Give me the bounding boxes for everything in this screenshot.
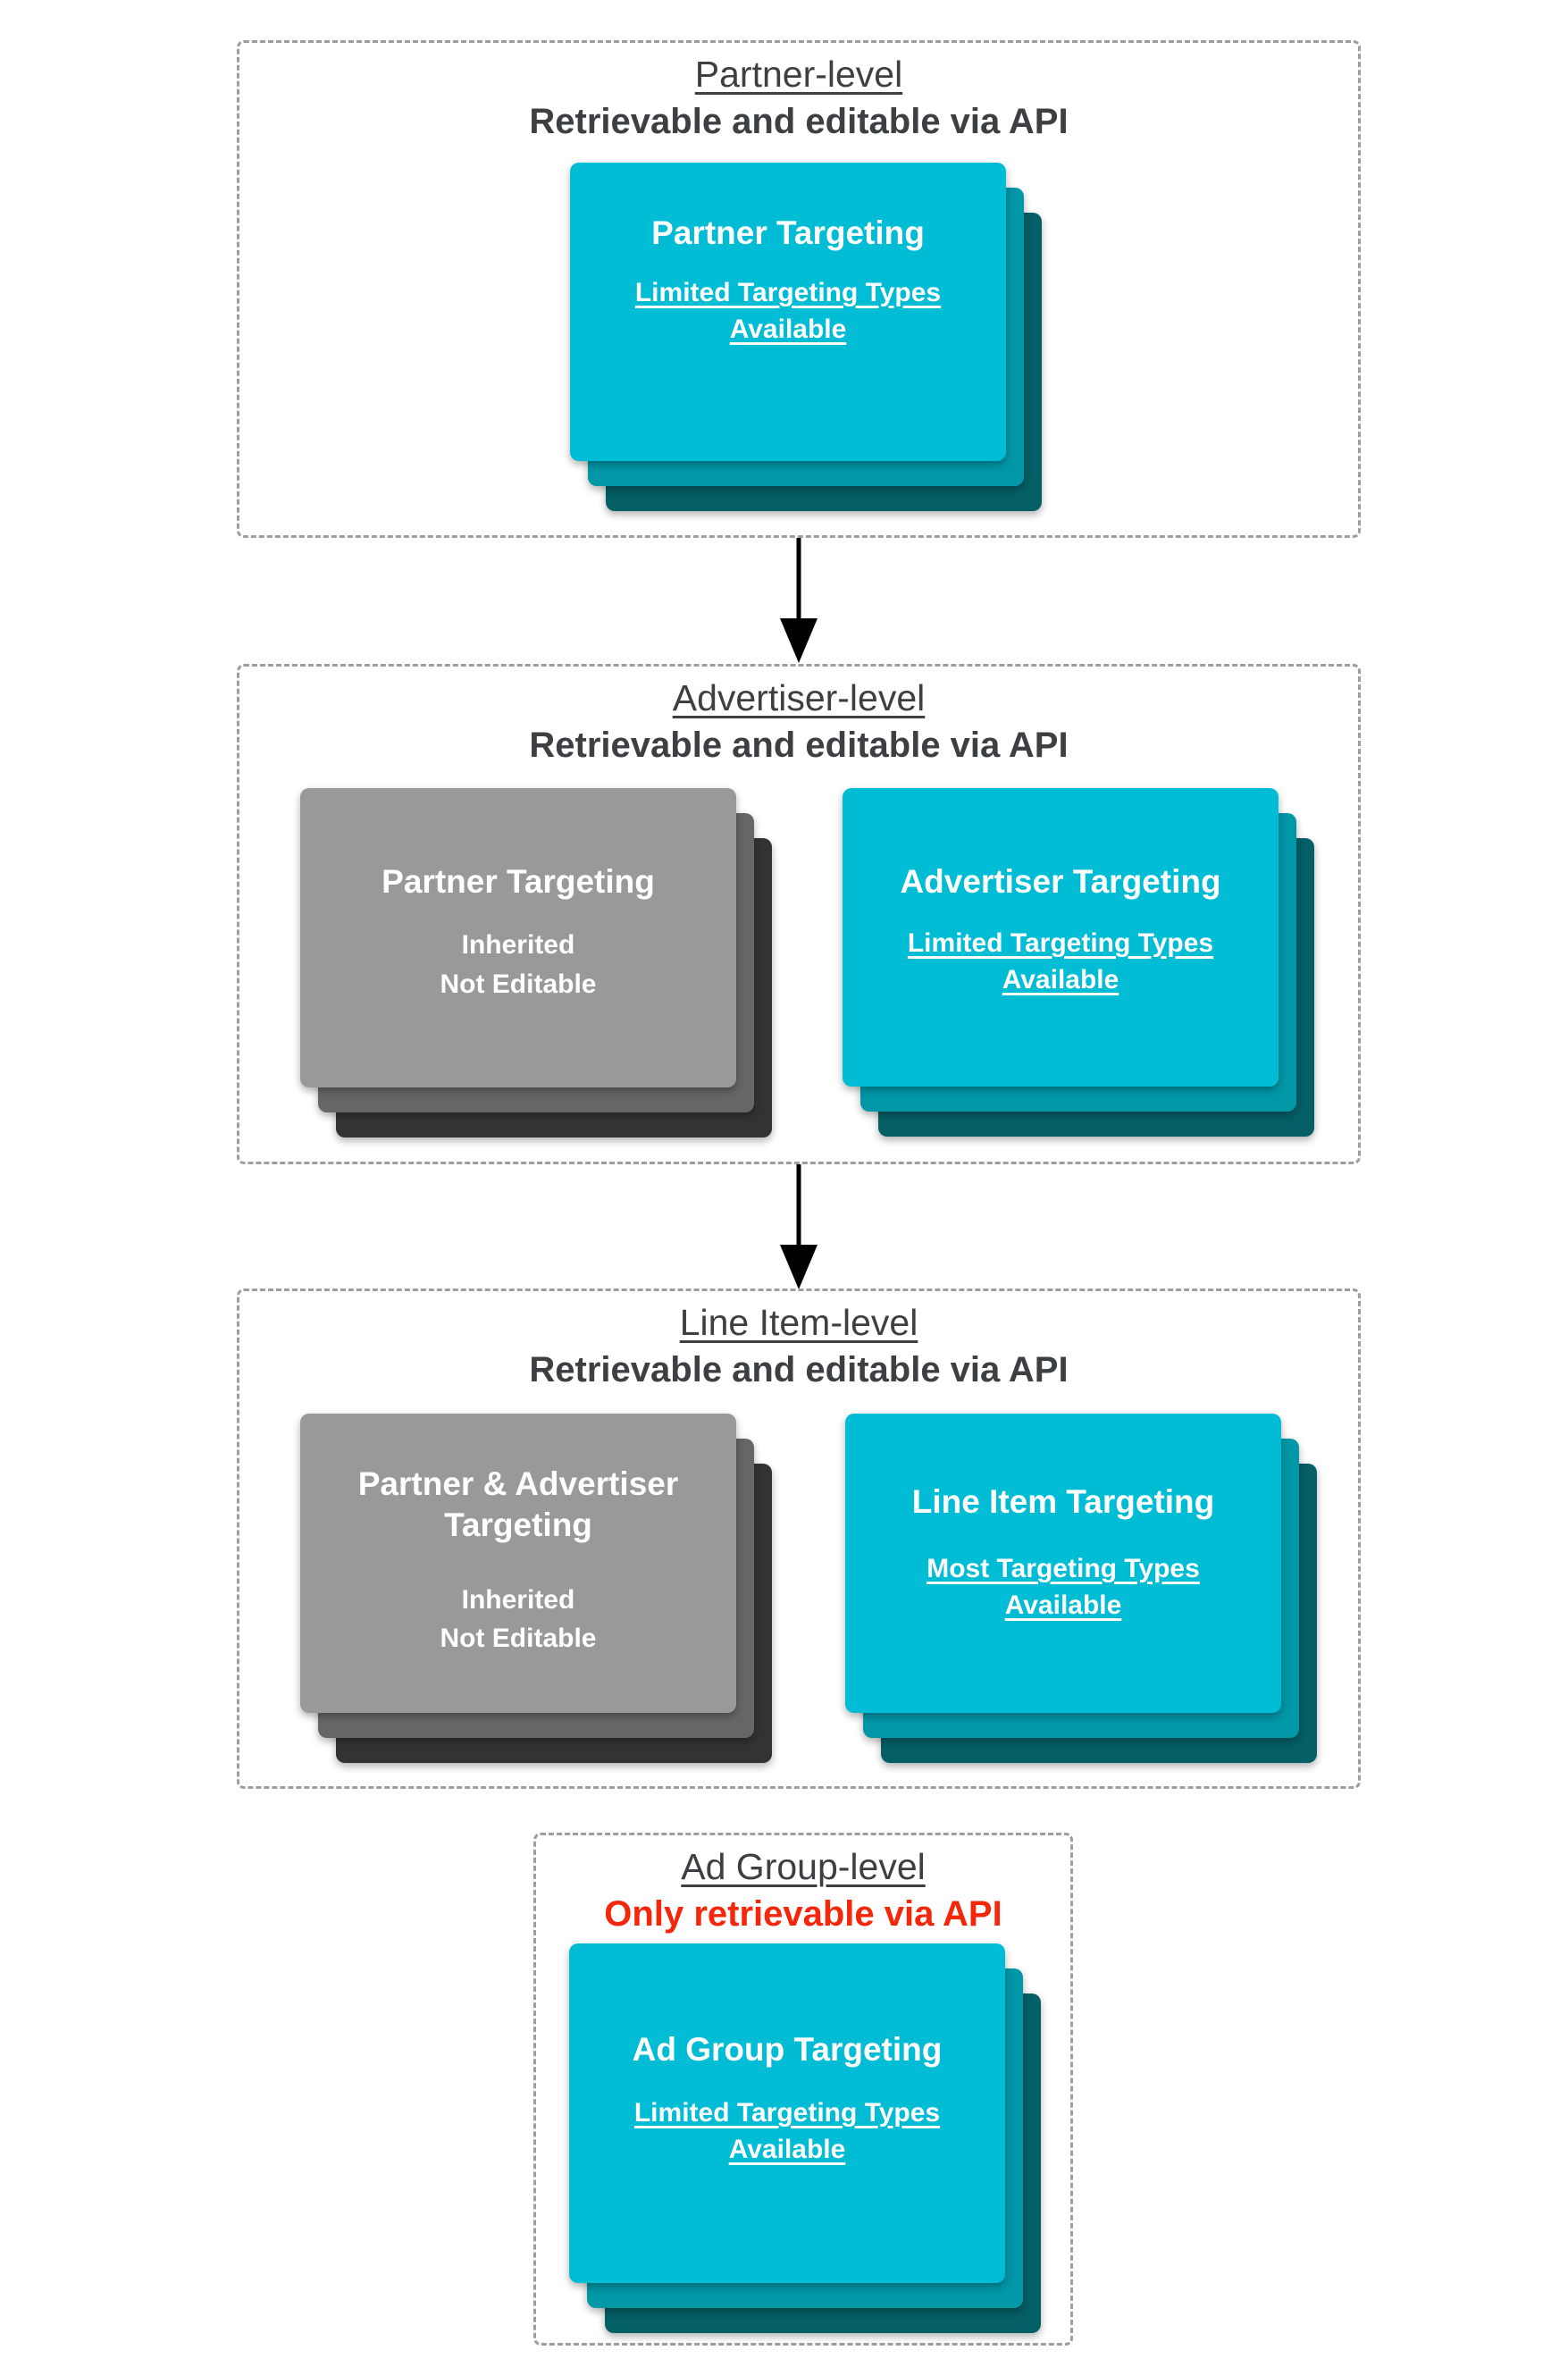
arrow-stem xyxy=(796,1164,801,1249)
section-subtitle: Only retrievable via API xyxy=(604,1894,1002,1935)
card-title: Partner & Advertiser Targeting xyxy=(357,1465,679,1544)
card-title: Partner Targeting xyxy=(651,214,925,251)
arrow-head-icon xyxy=(780,618,818,663)
ad-group-level-section: Ad Group-level Only retrievable via API … xyxy=(533,1833,1073,2346)
ad-group-targeting-card-stack: Ad Group Targeting Limited Targeting Typ… xyxy=(569,1943,1041,2333)
section-title: Ad Group-level xyxy=(681,1846,926,1887)
partner-targeting-card-stack: Partner Targeting Limited Targeting Type… xyxy=(570,163,1042,511)
arrow-head-icon xyxy=(780,1245,818,1289)
card-subtitle: Most Targeting Types Available xyxy=(927,1554,1200,1620)
section-title: Advertiser-level xyxy=(672,677,926,718)
partner-level-section: Partner-level Retrievable and editable v… xyxy=(237,40,1361,538)
section-title: Line Item-level xyxy=(679,1302,918,1343)
line-item-targeting-card-stack: Line Item Targeting Most Targeting Types… xyxy=(845,1414,1317,1763)
flow-arrow-2 xyxy=(777,1164,820,1289)
card-line: Inherited xyxy=(461,930,575,961)
card-subtitle: Limited Targeting Types Available xyxy=(633,2098,941,2164)
inherited-partner-advertiser-card-stack: Partner & Advertiser Targeting Inherited… xyxy=(300,1414,772,1763)
card-title: Advertiser Targeting xyxy=(900,863,1221,900)
partner-advertiser-targeting-inherited-card: Partner & Advertiser Targeting Inherited… xyxy=(300,1414,736,1713)
card-line: Inherited xyxy=(461,1584,575,1615)
inherited-partner-targeting-card-stack: Partner Targeting Inherited Not Editable xyxy=(300,788,772,1137)
card-line: Not Editable xyxy=(440,969,597,999)
card-line: Not Editable xyxy=(440,1624,597,1653)
section-subtitle: Retrievable and editable via API xyxy=(529,102,1069,142)
card-title: Ad Group Targeting xyxy=(632,2031,943,2068)
card-title: Partner Targeting xyxy=(382,863,655,900)
card-lines: Inherited Not Editable xyxy=(440,926,596,1003)
line-item-level-section: Line Item-level Retrievable and editable… xyxy=(237,1288,1361,1789)
card-subtitle: Limited Targeting Types Available xyxy=(907,928,1214,995)
ad-group-targeting-card: Ad Group Targeting Limited Targeting Typ… xyxy=(569,1943,1005,2283)
partner-targeting-card: Partner Targeting Limited Targeting Type… xyxy=(570,163,1006,461)
line-item-targeting-card: Line Item Targeting Most Targeting Types… xyxy=(845,1414,1281,1713)
advertiser-level-section: Advertiser-level Retrievable and editabl… xyxy=(237,664,1361,1164)
card-subtitle: Limited Targeting Types Available xyxy=(634,278,942,344)
card-lines: Inherited Not Editable xyxy=(440,1581,596,1658)
card-title: Line Item Targeting xyxy=(911,1483,1215,1520)
advertiser-targeting-card-stack: Advertiser Targeting Limited Targeting T… xyxy=(843,788,1314,1137)
section-subtitle: Retrievable and editable via API xyxy=(529,726,1069,766)
section-title: Partner-level xyxy=(694,54,903,95)
partner-targeting-inherited-card: Partner Targeting Inherited Not Editable xyxy=(300,788,736,1087)
flow-arrow-1 xyxy=(777,538,820,663)
section-subtitle: Retrievable and editable via API xyxy=(529,1350,1069,1390)
arrow-stem xyxy=(796,538,801,623)
advertiser-targeting-card: Advertiser Targeting Limited Targeting T… xyxy=(843,788,1279,1087)
